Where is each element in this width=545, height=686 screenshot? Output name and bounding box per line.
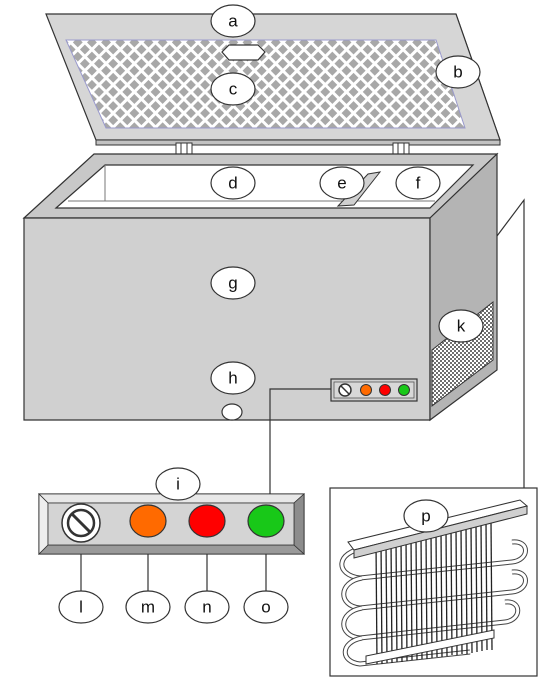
callout-label-p: p [421, 507, 430, 526]
callout-b: b [435, 55, 481, 89]
thermostat-knob-icon[interactable] [61, 503, 101, 543]
lid-gasket [65, 39, 466, 129]
cabinet-control-panel[interactable] [330, 378, 418, 402]
callout-f: f [395, 166, 441, 200]
callout-label-f: f [416, 174, 421, 193]
callout-a: a [210, 4, 256, 38]
callout-label-m: m [141, 598, 155, 617]
callout-g: g [210, 266, 256, 300]
mini-orange-light [360, 384, 372, 396]
condenser-wires [375, 520, 493, 665]
callout-n: n [184, 590, 230, 624]
callout-l: l [58, 590, 104, 624]
hinge-right [392, 142, 410, 156]
mini-green-light [398, 384, 410, 396]
callout-label-a: a [228, 12, 238, 31]
orange-indicator-light [129, 504, 167, 538]
enlarged-control-panel[interactable] [38, 493, 306, 555]
callout-h: h [210, 361, 256, 395]
callout-label-i: i [176, 475, 180, 494]
lid-frame-bottom [95, 139, 501, 146]
callout-label-o: o [261, 598, 270, 617]
callout-d: d [210, 166, 256, 200]
condenser-leader [496, 198, 525, 488]
callout-label-n: n [202, 598, 211, 617]
hinge-left [175, 142, 193, 156]
callout-label-c: c [229, 80, 238, 99]
panel-leader [269, 388, 331, 496]
drain-plug-icon [221, 403, 243, 421]
callout-e: e [319, 166, 365, 200]
callout-label-g: g [228, 274, 237, 293]
callout-p: p [403, 499, 449, 533]
callout-label-h: h [228, 369, 237, 388]
red-indicator-light [188, 504, 226, 538]
callout-label-b: b [453, 63, 462, 82]
green-indicator-light [247, 504, 285, 538]
callout-label-l: l [79, 598, 83, 617]
lid[interactable] [45, 13, 501, 146]
callout-label-e: e [337, 174, 346, 193]
lid-handle-icon [221, 44, 266, 61]
callout-m: m [125, 590, 171, 624]
mini-red-light [379, 384, 391, 396]
callout-o: o [243, 590, 289, 624]
callout-label-d: d [228, 174, 237, 193]
callout-label-k: k [457, 317, 466, 336]
callout-i: i [155, 467, 201, 501]
callout-k: k [438, 309, 484, 343]
callout-c: c [210, 72, 256, 106]
condenser-coil-icon [339, 539, 528, 667]
